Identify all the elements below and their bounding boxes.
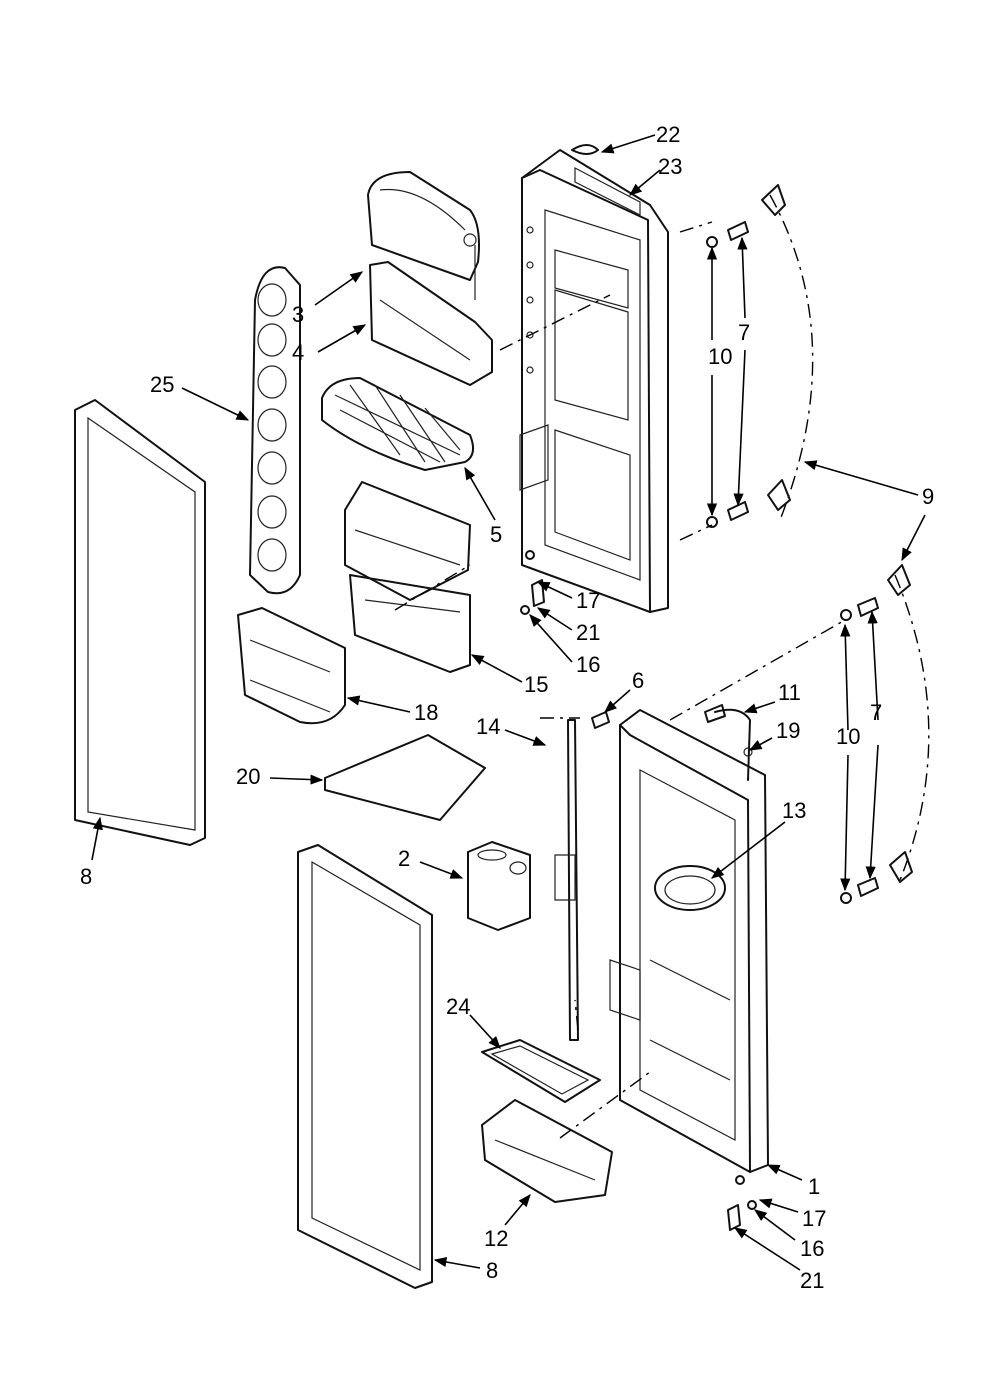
callout-7-lower: 7 <box>870 700 882 725</box>
fresh-food-door-liner-part <box>609 709 769 1173</box>
door-bin-part <box>237 607 346 725</box>
lower-door-gasket-part <box>297 844 433 1289</box>
callout-4: 4 <box>292 340 304 365</box>
egg-tray-part <box>249 266 301 595</box>
hinge-rod-part <box>567 719 579 1041</box>
callout-23: 23 <box>658 154 682 179</box>
callout-6: 6 <box>632 668 644 693</box>
door-handle-lower-part <box>887 564 930 883</box>
callout-10-upper: 10 <box>708 344 732 369</box>
cap-part <box>571 144 599 155</box>
callout-2: 2 <box>398 846 410 871</box>
callout-9: 9 <box>922 484 934 509</box>
door-shelf-part <box>481 1039 601 1103</box>
callout-17-lower: 17 <box>802 1206 826 1231</box>
callout-25: 25 <box>150 372 174 397</box>
lower-door-bin-part <box>481 1099 613 1203</box>
crisper-bin-part <box>344 481 471 673</box>
callout-leaders <box>91 134 926 1271</box>
callout-16-upper: 16 <box>576 652 600 677</box>
callout-21-upper: 21 <box>576 620 600 645</box>
callout-1: 1 <box>808 1174 820 1199</box>
callout-14: 14 <box>476 714 500 739</box>
assembly-lines <box>394 221 846 1139</box>
wire-harness-part <box>714 708 751 781</box>
callout-8-lower: 8 <box>486 1258 498 1283</box>
callout-10-lower: 10 <box>836 724 860 749</box>
callout-22: 22 <box>656 122 680 147</box>
callout-11: 11 <box>778 680 801 705</box>
callout-8-upper: 8 <box>80 864 92 889</box>
door-gasket-part <box>74 399 206 846</box>
callout-15: 15 <box>524 672 548 697</box>
callout-18: 18 <box>414 700 438 725</box>
callout-24: 24 <box>446 994 470 1019</box>
callout-7-upper: 7 <box>738 320 750 345</box>
callout-20: 20 <box>236 764 260 789</box>
callout-16-lower: 16 <box>800 1236 824 1261</box>
callout-12: 12 <box>484 1226 508 1251</box>
callout-numbers: 22 23 3 4 25 5 10 7 9 17 21 16 15 18 6 1… <box>80 122 934 1293</box>
dairy-bin-part <box>367 171 493 386</box>
freezer-door-liner-part <box>519 149 669 613</box>
small-bin-part <box>467 841 531 931</box>
callout-17-upper: 17 <box>576 588 600 613</box>
callout-19: 19 <box>776 718 800 743</box>
callout-3: 3 <box>292 302 304 327</box>
callout-5: 5 <box>490 522 502 547</box>
wire-shelf-part <box>321 377 475 471</box>
callout-13: 13 <box>782 798 806 823</box>
door-handle-upper-part <box>761 184 814 521</box>
callout-21-lower: 21 <box>800 1268 824 1293</box>
cover-plate-part <box>324 734 486 821</box>
